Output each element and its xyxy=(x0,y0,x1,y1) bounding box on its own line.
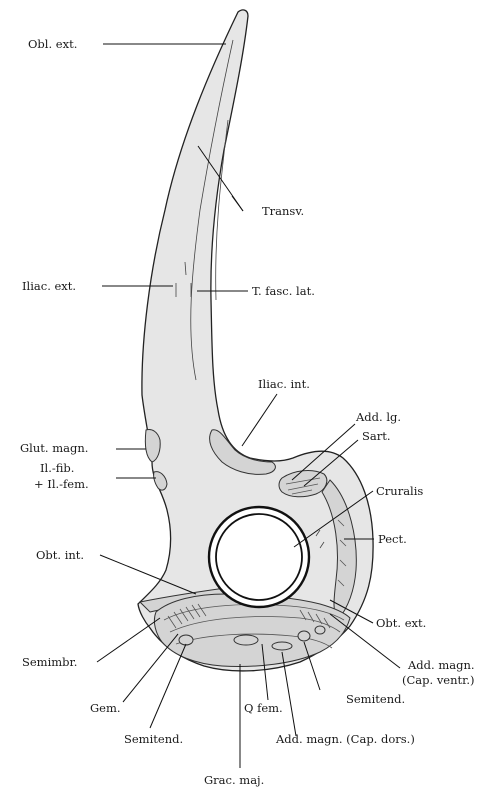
label-transv: Transv. xyxy=(262,204,304,218)
leader-iliac-int xyxy=(242,394,277,446)
label-grac-maj: Grac. maj. xyxy=(204,773,264,787)
semitend-oval xyxy=(298,631,310,641)
add-magn-dors-oval xyxy=(272,642,292,650)
label-obt-ext: Obt. ext. xyxy=(376,616,426,630)
q-fem-oval xyxy=(234,635,258,645)
label-add-magn-dors: Add. magn. (Cap. dors.) xyxy=(275,732,415,746)
label-glut-magn: Glut. magn. xyxy=(20,441,88,455)
label-q-fem: Q fem. xyxy=(244,701,283,715)
gem-oval xyxy=(179,635,193,645)
label-obl-ext: Obl. ext. xyxy=(28,37,77,51)
label-il-fib: Il.-fib. xyxy=(40,461,74,475)
label-gem: Gem. xyxy=(90,701,121,715)
label-semimbr: Semimbr. xyxy=(22,655,77,669)
acetabulum-inner-ring xyxy=(216,514,302,600)
grac-oval xyxy=(315,626,325,634)
label-iliac-ext: Iliac. ext. xyxy=(22,279,76,293)
label-add-magn-ventr-2: (Cap. ventr.) xyxy=(402,673,475,687)
label-cruralis: Cruralis xyxy=(376,484,423,498)
leader-gem xyxy=(123,634,178,702)
label-il-fem: + Il.-fem. xyxy=(34,477,89,491)
leader-transv-2 xyxy=(232,196,243,211)
label-add-magn-ventr-1: Add. magn. xyxy=(407,658,475,672)
leader-semitend-left xyxy=(150,644,186,728)
leader-semimbr xyxy=(97,618,160,662)
label-sart: Sart. xyxy=(362,429,391,443)
label-semitend-left: Semitend. xyxy=(124,732,183,746)
label-iliac-int: Iliac. int. xyxy=(258,377,310,391)
label-t-fasc-lat: T. fasc. lat. xyxy=(252,284,315,298)
label-pect: Pect. xyxy=(378,532,407,546)
label-obt-int: Obt. int. xyxy=(36,548,84,562)
label-semitend-right: Semitend. xyxy=(346,692,405,706)
label-add-lg: Add. lg. xyxy=(355,410,401,424)
